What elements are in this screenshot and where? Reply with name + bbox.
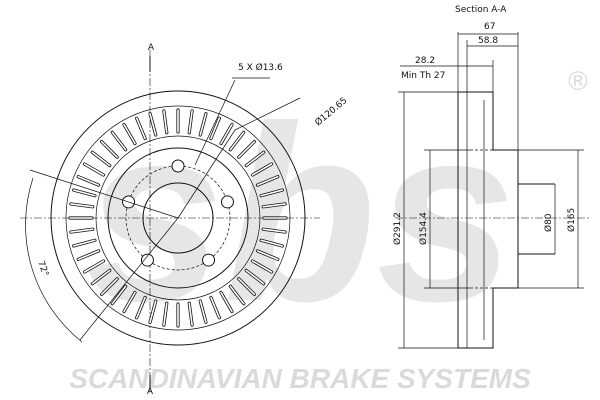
watermark-logo: sbs xyxy=(85,74,516,353)
vent-slot-inner xyxy=(70,203,94,208)
vent-slot-inner xyxy=(111,131,127,151)
dim-67-label: 67 xyxy=(484,22,495,32)
bolt-hole xyxy=(140,253,154,267)
vent-slot-inner xyxy=(188,302,193,326)
vent-slots xyxy=(68,108,288,328)
vent-slot-inner xyxy=(256,250,279,261)
vent-slot-inner xyxy=(262,203,286,208)
pcd-radial-line xyxy=(177,129,236,219)
vent-slot-inner xyxy=(199,112,207,136)
vent-slot-inner xyxy=(229,131,245,151)
vent-slot-inner xyxy=(135,117,146,140)
dim-291-label: Ø291.2 xyxy=(392,212,403,245)
section-view: Section A-A 67 58.8 28.2 Min Th 27 Ø291.… xyxy=(392,5,590,349)
vent-slot-inner xyxy=(72,189,96,197)
vent-slot-inner xyxy=(163,302,168,326)
vent-slot-inner xyxy=(149,300,157,324)
section-title: Section A-A xyxy=(455,5,507,15)
angle-radial-line-1 xyxy=(29,169,179,219)
vent-slot-inner xyxy=(260,239,284,247)
vent-slot-inner xyxy=(91,151,111,167)
vent-slot-inner xyxy=(245,151,265,167)
disc-vent-inner xyxy=(95,135,261,301)
vent-slot-inner xyxy=(245,269,265,285)
section-mark-top: A xyxy=(148,43,155,53)
vent-slot-inner xyxy=(100,140,118,158)
vent-slot-inner xyxy=(251,163,273,176)
dim-165-label: Ø165 xyxy=(566,208,577,232)
vent-slot-inner xyxy=(72,239,96,247)
watermark: sbs ® SCANDINAVIAN BRAKE SYSTEMS xyxy=(69,67,591,394)
vent-slot-inner xyxy=(91,269,111,285)
vent-slot-inner xyxy=(123,123,136,145)
vent-slot-inner xyxy=(256,175,279,186)
angle-label: 72° xyxy=(35,260,50,278)
vent-slot-inner xyxy=(238,140,256,158)
angle-radial-line-2 xyxy=(79,217,179,341)
vent-slot-inner xyxy=(229,285,245,305)
vent-slot-inner xyxy=(262,228,286,233)
angle-arc xyxy=(25,177,83,343)
vent-slot-inner xyxy=(70,228,94,233)
vent-slot-inner xyxy=(149,112,157,136)
bolt-hole xyxy=(220,195,234,209)
vent-slot-inner xyxy=(77,250,100,261)
vent-slot-inner xyxy=(251,260,273,273)
vent-slot-inner xyxy=(111,285,127,305)
dim-28-label: 28.2 xyxy=(415,56,435,66)
vent-slot-inner xyxy=(260,189,284,197)
dim-154-label: Ø154.4 xyxy=(418,212,429,245)
disc-outer-edge xyxy=(50,90,306,346)
center-bore xyxy=(142,182,214,254)
watermark-company: SCANDINAVIAN BRAKE SYSTEMS xyxy=(69,363,531,394)
vent-slot-inner xyxy=(135,296,146,319)
bolt-hole-leader xyxy=(194,79,236,166)
vent-slot-inner xyxy=(188,110,193,134)
disc-vent-outer xyxy=(65,105,291,331)
hat-outer xyxy=(107,147,249,289)
vent-slot-inner xyxy=(123,291,136,313)
vent-slot-inner xyxy=(83,163,105,176)
bolt-hole xyxy=(202,253,216,267)
dim-80-label: Ø80 xyxy=(543,213,554,232)
bolt-holes-label: 5 X Ø13.6 xyxy=(238,62,283,73)
vent-slot-inner xyxy=(238,278,256,296)
vent-slot-inner xyxy=(77,175,100,186)
min-thickness-label: Min Th 27 xyxy=(401,71,445,81)
vent-slot-inner xyxy=(100,278,118,296)
vent-slot-inner xyxy=(199,300,207,324)
dim-58-label: 58.8 xyxy=(478,36,498,46)
registered-mark: ® xyxy=(565,67,591,97)
vent-slot-inner xyxy=(220,291,233,313)
pcd-leader xyxy=(234,97,301,131)
vent-slot-inner xyxy=(210,296,221,319)
vent-slot-inner xyxy=(163,110,168,134)
vent-slot-inner xyxy=(210,117,221,140)
vent-slot-inner xyxy=(83,260,105,273)
pcd-circle xyxy=(125,165,231,271)
section-mark-bottom: A xyxy=(147,387,154,397)
vent-slot-inner xyxy=(220,123,233,145)
bolt-hole xyxy=(171,159,185,173)
